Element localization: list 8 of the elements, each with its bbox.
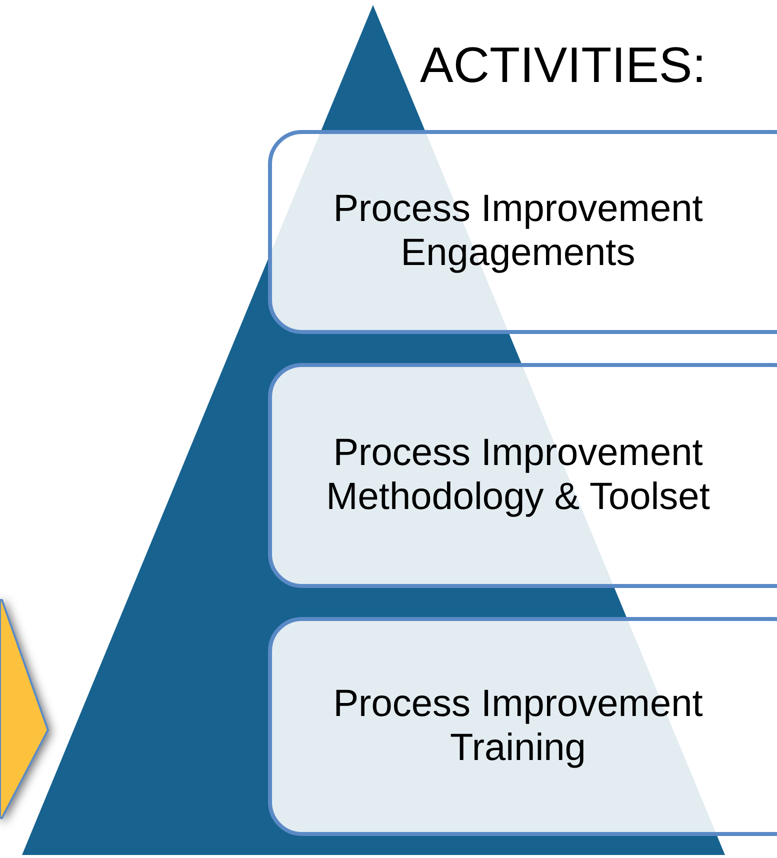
activity-label: Process Improvement Engagements xyxy=(332,188,704,276)
activity-label: Process Improvement Methodology & Toolset xyxy=(325,432,711,520)
activity-box xyxy=(268,130,777,334)
chevron-shape xyxy=(0,599,50,819)
activity-box xyxy=(268,363,777,588)
heading: ACTIVITIES: xyxy=(420,36,706,94)
activity-box xyxy=(268,617,777,836)
activity-label: Process Improvement Training xyxy=(332,682,704,770)
